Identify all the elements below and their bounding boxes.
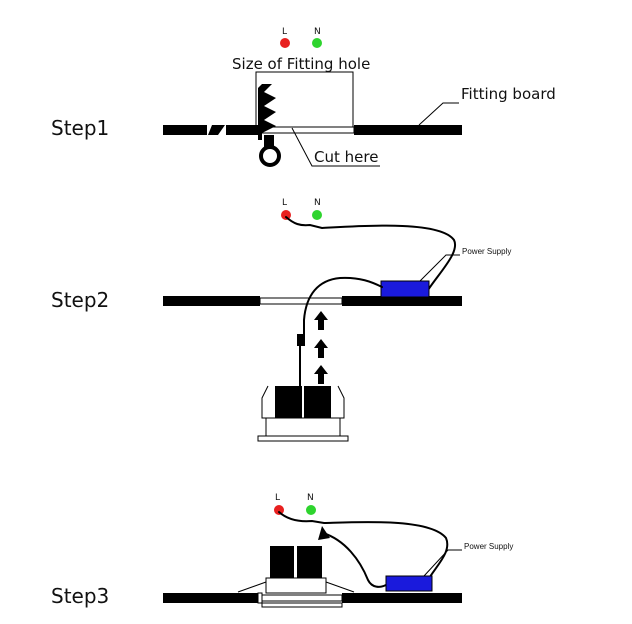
step2-live-label: L bbox=[282, 198, 287, 208]
step3-mains-wire bbox=[278, 511, 449, 581]
step2-neutral-label: N bbox=[314, 198, 321, 208]
step2-downlight bbox=[257, 385, 349, 442]
step3-live-label: L bbox=[275, 493, 280, 503]
step1-group: Step1 L N Size of Fitting hole Fitting b… bbox=[51, 27, 556, 167]
step1-hole-saw-icon bbox=[258, 84, 281, 167]
step2-mains-wire bbox=[285, 216, 457, 291]
step1-fitting-board bbox=[163, 125, 462, 135]
step3-label: Step3 bbox=[51, 584, 109, 608]
step2-power-supply bbox=[380, 280, 430, 298]
step3-fitting-board bbox=[163, 593, 462, 603]
step3-power-supply-label: Power Supply bbox=[464, 542, 513, 551]
step2-label: Step2 bbox=[51, 288, 109, 312]
step2-lamp-cable bbox=[299, 276, 383, 391]
step1-label: Step1 bbox=[51, 116, 109, 140]
step3-neutral-label: N bbox=[307, 493, 314, 503]
step3-neutral-terminal bbox=[306, 505, 316, 515]
step3-power-supply-leader bbox=[423, 549, 462, 577]
step1-neutral-label: N bbox=[314, 27, 321, 37]
step1-cut-label: Cut here bbox=[314, 148, 378, 166]
step1-hole-size-label: Size of Fitting hole bbox=[232, 55, 370, 73]
step2-up-arrows-icon bbox=[314, 311, 328, 384]
step2-fitting-board bbox=[163, 296, 462, 306]
step3-connector-arrow-icon bbox=[318, 526, 330, 540]
step1-live-label: L bbox=[282, 27, 287, 37]
step3-lamp-cable bbox=[322, 532, 387, 588]
step3-group: Step3 L N Power Supply bbox=[51, 493, 513, 608]
step1-neutral-terminal bbox=[312, 38, 322, 48]
step1-board-label: Fitting board bbox=[461, 85, 556, 103]
step1-board-leader bbox=[418, 102, 459, 126]
step2-neutral-terminal bbox=[312, 210, 322, 220]
step3-live-terminal bbox=[274, 505, 284, 515]
step2-connector bbox=[297, 334, 305, 346]
step2-group: Step2 L N Power Supply bbox=[51, 198, 511, 442]
step2-power-supply-leader bbox=[419, 254, 460, 282]
step3-downlight bbox=[237, 546, 355, 608]
step3-power-supply bbox=[385, 575, 433, 592]
step2-live-terminal bbox=[281, 210, 291, 220]
step1-live-terminal bbox=[280, 38, 290, 48]
step2-power-supply-label: Power Supply bbox=[462, 247, 511, 256]
step1-cut-leader bbox=[291, 127, 380, 167]
